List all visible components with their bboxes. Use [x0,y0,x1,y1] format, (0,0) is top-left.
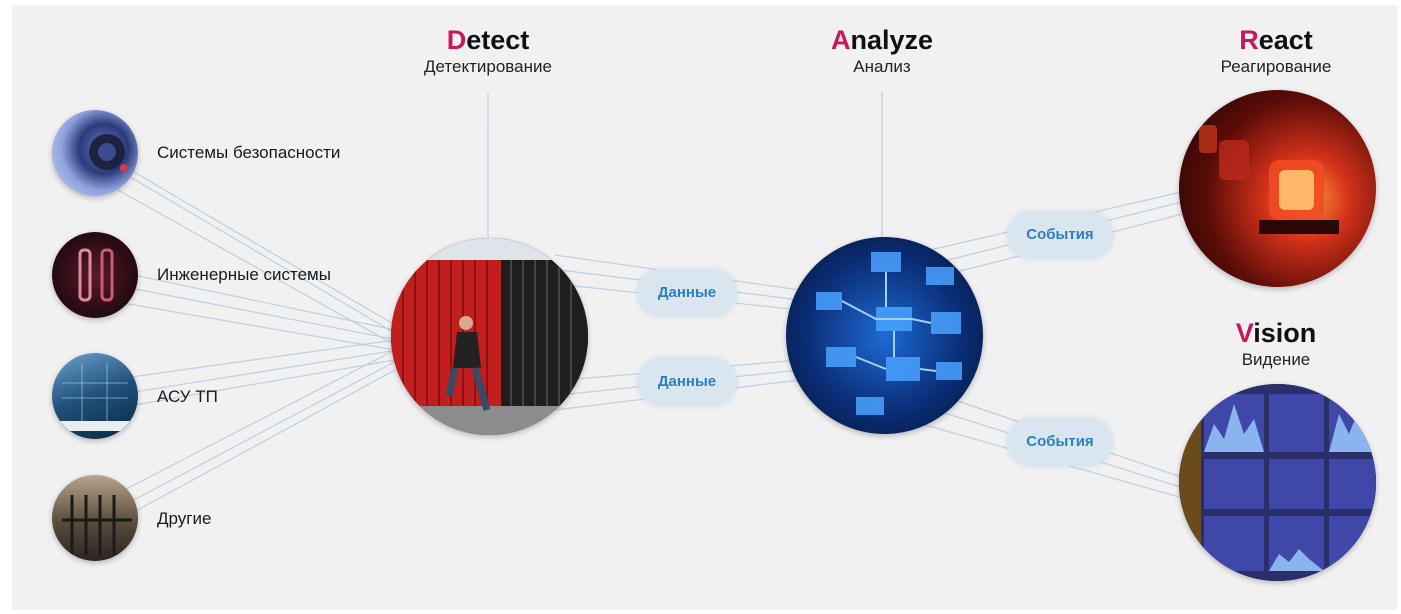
react-image [1179,90,1376,287]
detect-image [391,238,588,435]
security-systems-image [52,110,138,196]
other-sources-image [52,475,138,561]
analyze-image [786,237,983,434]
detect-initial: D [446,25,467,55]
source-label-acs: АСУ ТП [157,387,218,406]
react-heading: React Реагирование [1146,24,1401,78]
react-subtitle: Реагирование [1220,57,1332,76]
vision-heading: Vision Видение [1146,317,1401,371]
data-pill-bottom: Данные [637,358,737,406]
react-initial: R [1239,25,1259,55]
source-label-engineering: Инженерные системы [157,265,331,284]
react-title: eact [1258,25,1313,55]
analyze-initial: A [830,25,851,55]
source-label-security: Системы безопасности [157,143,341,162]
vision-subtitle: Видение [1241,350,1311,369]
vision-initial: V [1235,318,1254,348]
analyze-title: nalyze [850,25,934,55]
analyze-heading: Analyze Анализ [752,24,1012,78]
detect-heading: Detect Детектирование [358,24,618,78]
events-pill-bottom: События [1007,418,1113,466]
detect-title: etect [466,25,530,55]
detect-subtitle: Детектирование [424,57,552,76]
vision-image [1179,384,1376,581]
vision-title: ision [1253,318,1317,348]
data-pill-top: Данные [637,269,737,317]
source-label-other: Другие [157,509,212,528]
events-pill-top: События [1007,211,1113,259]
acs-image [52,353,138,439]
analyze-subtitle: Анализ [853,57,911,76]
engineering-systems-image [52,232,138,318]
